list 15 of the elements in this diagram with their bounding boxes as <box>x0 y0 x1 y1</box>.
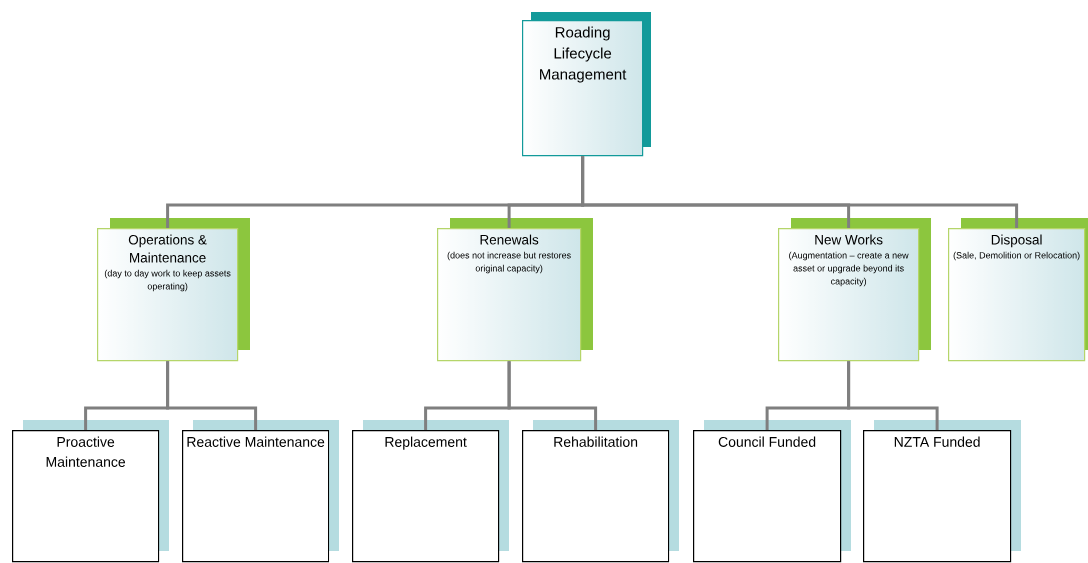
category-box: Disposal (Sale, Demolition or Relocation) <box>948 218 1088 362</box>
subcategory-box: Rehabilitation <box>522 420 679 563</box>
subcategory-box: NZTA Funded <box>863 420 1021 563</box>
subcategory-box: Proactive Maintenance <box>12 420 169 563</box>
category-box: New Works (Augmentation – create a new asset or upgrade beyond its capacity) <box>778 218 931 362</box>
connector-line <box>507 361 598 430</box>
connector-line <box>166 361 258 430</box>
connector-line <box>581 156 1019 228</box>
root-box: Roading Lifecycle Management <box>522 12 651 157</box>
category-box: Operations & Maintenance (day to day work to keep assets operating) <box>97 218 250 362</box>
subcategory-box: Council Funded <box>693 420 851 563</box>
category-box: Renewals (does not increase but restores original capacity) <box>437 218 593 362</box>
connector-line <box>847 361 939 430</box>
subcategory-box: Reactive Maintenance <box>182 420 339 563</box>
subcategory-box: Replacement <box>352 420 509 563</box>
